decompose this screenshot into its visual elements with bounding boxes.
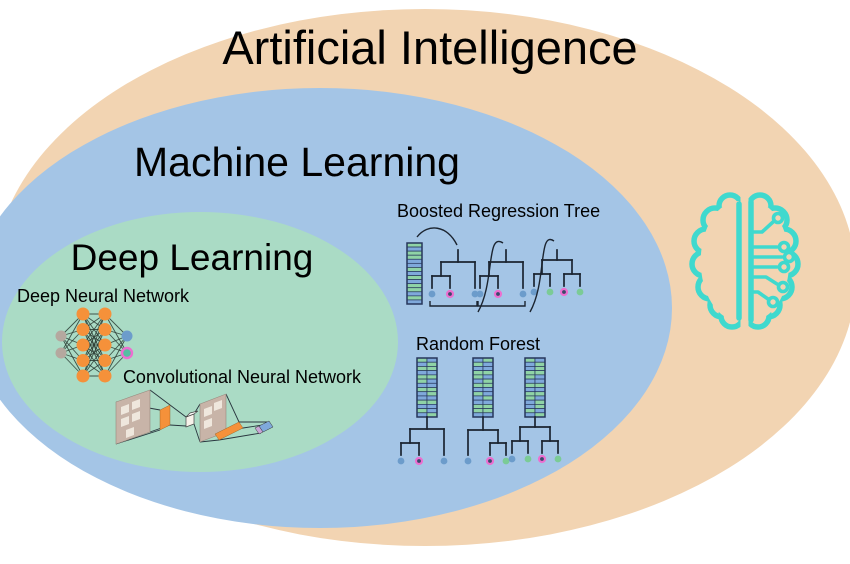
rf-diagram — [397, 357, 562, 466]
brt-trees — [406, 227, 584, 313]
cnn-diagram — [115, 389, 274, 445]
cnn-label: Convolutional Neural Network — [122, 367, 362, 387]
cnn-feature-map-1 — [115, 389, 151, 445]
cnn-feature-map-2 — [199, 393, 227, 443]
brain-midlines — [736, 199, 754, 323]
ml-label: Machine Learning — [134, 139, 460, 185]
brain-circuit-nodes — [766, 211, 796, 309]
ai-label: Artificial Intelligence — [222, 21, 638, 74]
brain-midline-gap — [740, 186, 749, 336]
cnn-conv-window-1 — [159, 404, 171, 431]
cnn-pool-cube — [185, 410, 199, 428]
brt-diagram — [406, 227, 584, 313]
cnn-conv-window-2 — [214, 421, 244, 441]
cnn-output-layer — [254, 420, 274, 435]
rf-trees — [397, 357, 562, 466]
dnn-diagram — [55, 307, 134, 383]
rf-label: Random Forest — [415, 334, 541, 354]
brain-circuit-icon — [689, 186, 801, 336]
brt-label: Boosted Regression Tree — [397, 201, 601, 221]
dl-label: Deep Learning — [70, 237, 314, 278]
dnn-label: Deep Neural Network — [16, 286, 190, 306]
brain-left-fill — [700, 201, 739, 321]
dnn-network — [55, 307, 134, 383]
brain-circuit-traces — [749, 220, 784, 301]
